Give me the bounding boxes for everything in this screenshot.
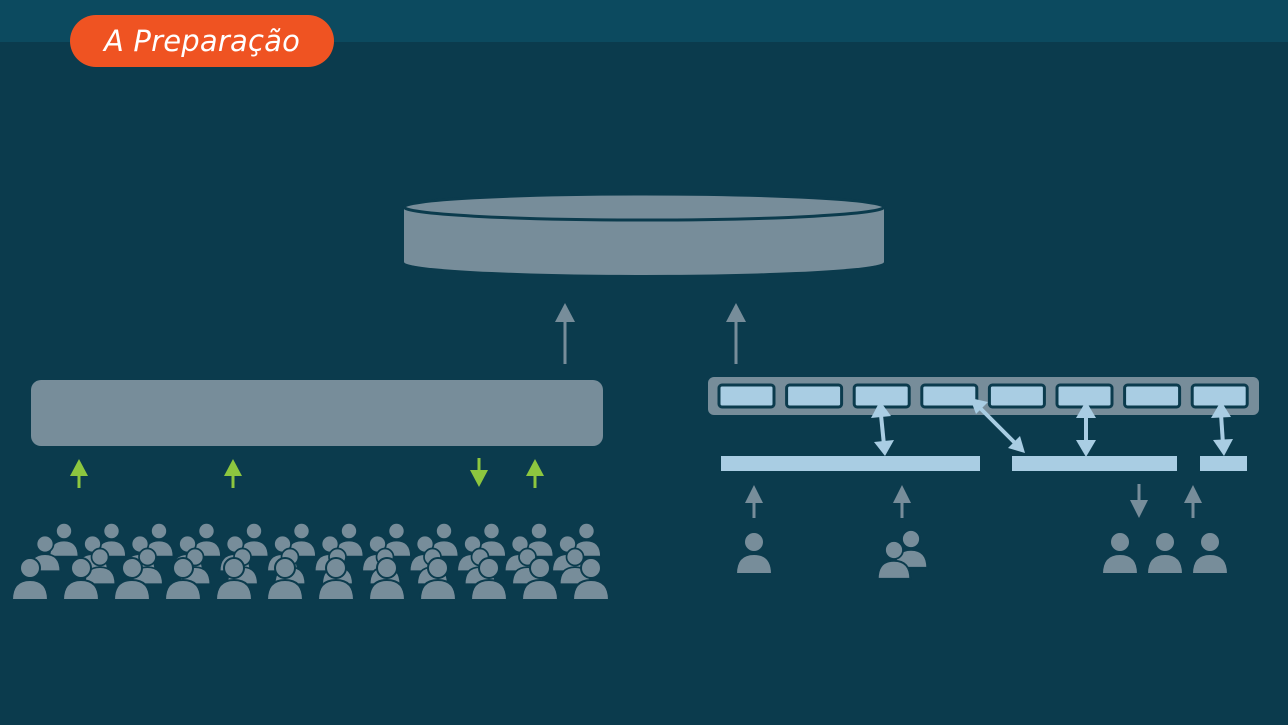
user-icon [1146,531,1184,575]
service-module [1123,383,1182,409]
user-icon [1101,531,1139,575]
bidirectional-arrow-2 [970,398,1025,453]
green-arrow-up-3 [526,459,544,488]
arrow-up-to-database-right [726,303,746,364]
service-module [717,383,776,409]
user-group-icon [876,529,929,580]
subsystem-bar-3 [1200,456,1247,471]
service-module [920,383,979,409]
gray-arrow-up-2 [893,485,911,518]
green-arrow-up-2 [224,459,242,488]
gray-arrow-up-1 [745,485,763,518]
monolith-system-bar [31,380,603,446]
arrow-up-to-database-left [555,303,575,364]
user-icon [735,531,773,575]
crowd-of-users [11,522,610,601]
service-rack [708,377,1259,415]
service-modules [717,383,1249,409]
green-arrow-down [470,458,488,487]
gray-arrow-up-3 [1184,485,1202,518]
subsystem-bar-2 [1012,456,1177,471]
bidirectional-arrow-3 [1076,401,1096,457]
service-module [785,383,844,409]
user-icon [48,522,80,558]
gray-arrow-down [1130,484,1148,518]
bidirectional-arrow-1 [871,401,894,456]
green-arrow-up-1 [70,459,88,488]
slide-title: A Preparação [70,15,334,67]
user-icon [1191,531,1229,575]
database-icon [402,192,886,275]
bidirectional-arrow-4 [1211,401,1233,456]
subsystem-bar-1 [721,456,980,471]
service-module [987,383,1046,409]
